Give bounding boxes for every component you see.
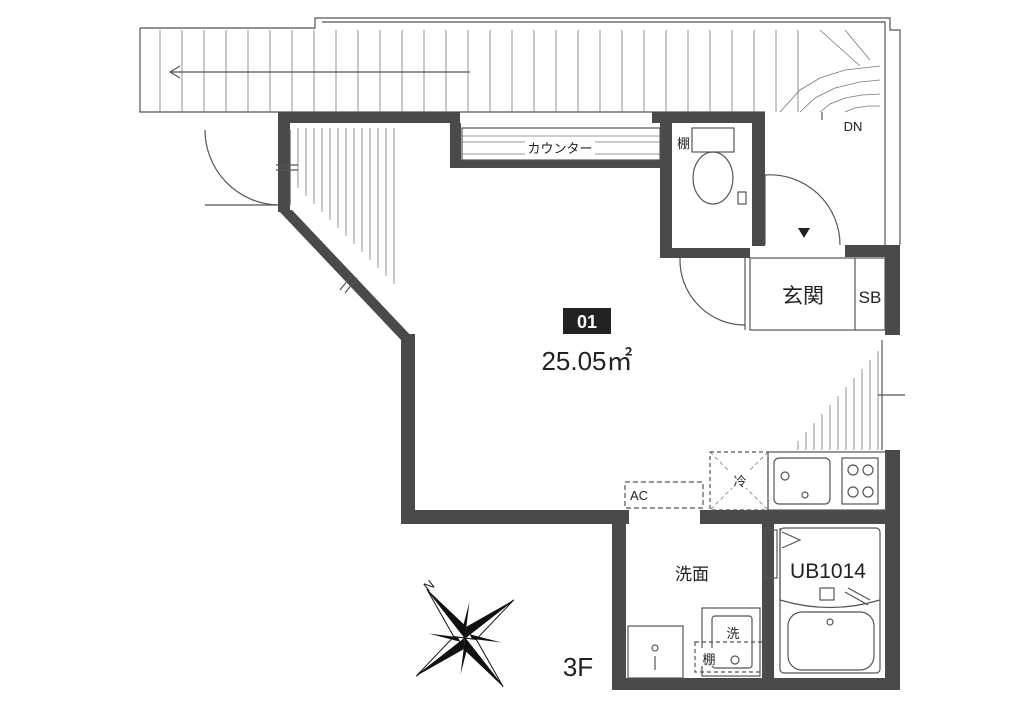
washroom-shelf-label: 棚	[702, 652, 715, 667]
refrigerator-label: 冷	[733, 474, 746, 489]
floor-label: 3F	[563, 652, 593, 682]
unit-number-badge: 01	[577, 312, 597, 332]
compass-north-label: N	[421, 577, 438, 595]
corridor-stairs	[139, 17, 901, 245]
toilet-shelf-label: 棚	[677, 136, 690, 151]
air-conditioner-label: AC	[630, 488, 648, 503]
counter-label: カウンター	[527, 141, 592, 156]
washroom-label: 洗面	[675, 565, 709, 584]
unit-info: 01 25.05㎡	[541, 308, 633, 376]
doors	[204, 129, 841, 330]
compass	[415, 588, 515, 688]
washroom: 洗面 洗 棚	[627, 529, 778, 679]
kitchen: 冷 AC	[624, 451, 887, 511]
entrance-label: 玄関	[782, 285, 824, 308]
counter: カウンター	[461, 127, 661, 161]
entrance: 玄関 SB DN	[749, 119, 886, 331]
walls	[278, 112, 900, 690]
windows	[276, 128, 905, 450]
shoe-box-label: SB	[859, 288, 882, 307]
washing-machine-label: 洗	[726, 626, 739, 641]
toilet: 棚	[677, 127, 747, 205]
unit-area: 25.05㎡	[541, 346, 632, 376]
unit-bath-label: UB1014	[790, 560, 866, 583]
unit-bath: UB1014	[779, 527, 881, 674]
stairs-down-label: DN	[844, 119, 863, 134]
